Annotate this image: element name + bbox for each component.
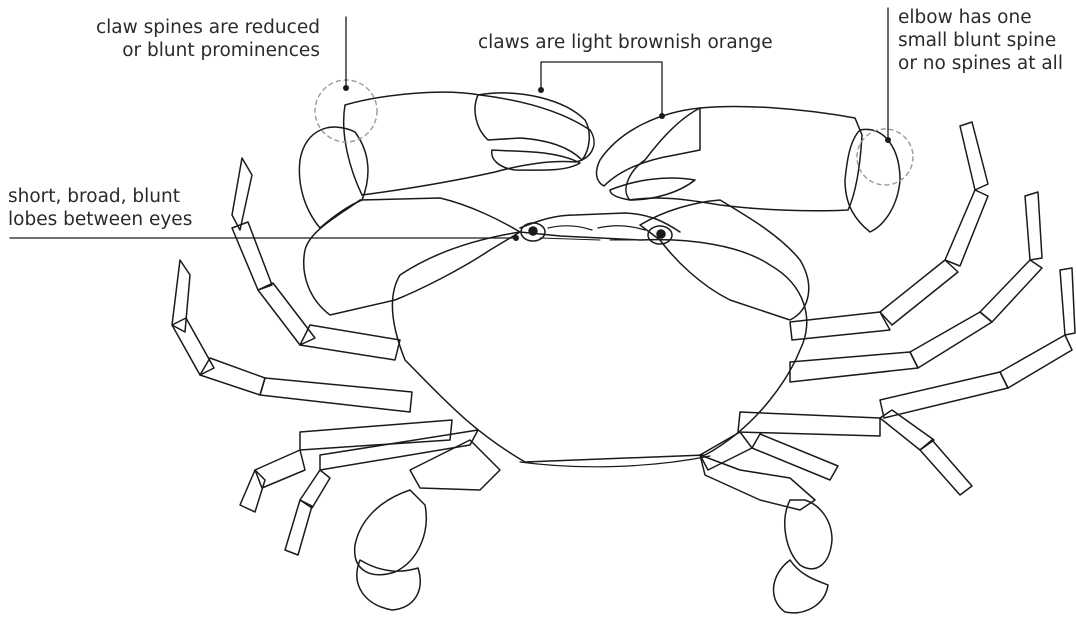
elbow-leader-dot bbox=[885, 137, 891, 143]
claw-color-annotation: claws are light brownish orange bbox=[478, 31, 773, 54]
claw-color-leader-dot-left bbox=[538, 87, 544, 93]
claw-color-line: claws are light brownish orange bbox=[478, 31, 773, 54]
right-swimming-leg bbox=[700, 455, 832, 613]
left-propodus bbox=[344, 92, 594, 195]
lobes-annotation: short, broad, blunt lobes between eyes bbox=[8, 185, 192, 231]
claw-spines-line-2: or blunt prominences bbox=[96, 39, 320, 62]
right-fixed-finger bbox=[610, 178, 695, 200]
elbow-line-1: elbow has one bbox=[898, 6, 1063, 29]
claw-spines-line-1: claw spines are reduced bbox=[96, 16, 320, 39]
lobes-line-2: lobes between eyes bbox=[8, 208, 192, 231]
left-swimming-leg bbox=[355, 440, 500, 610]
elbow-annotation: elbow has one small blunt spine or no sp… bbox=[898, 6, 1063, 75]
claw-spines-leader-dot bbox=[343, 85, 349, 91]
claw-color-leader-line bbox=[541, 62, 662, 116]
right-propodus bbox=[626, 106, 862, 210]
elbow-line-3: or no spines at all bbox=[898, 52, 1063, 75]
carapace bbox=[392, 232, 806, 462]
claw-spines-annotation: claw spines are reduced or blunt promine… bbox=[96, 16, 320, 62]
left-walking-legs bbox=[172, 158, 478, 555]
right-carpus bbox=[845, 129, 900, 232]
right-merus bbox=[640, 200, 809, 320]
lobes-line-1: short, broad, blunt bbox=[8, 185, 192, 208]
eyes bbox=[521, 223, 672, 244]
claw-color-leader-dot-right bbox=[659, 113, 665, 119]
left-fixed-finger bbox=[492, 150, 580, 170]
left-carpus bbox=[299, 127, 368, 228]
right-dactyl bbox=[597, 108, 700, 186]
lobes-leader-dot bbox=[513, 235, 519, 241]
elbow-line-2: small blunt spine bbox=[898, 29, 1063, 52]
